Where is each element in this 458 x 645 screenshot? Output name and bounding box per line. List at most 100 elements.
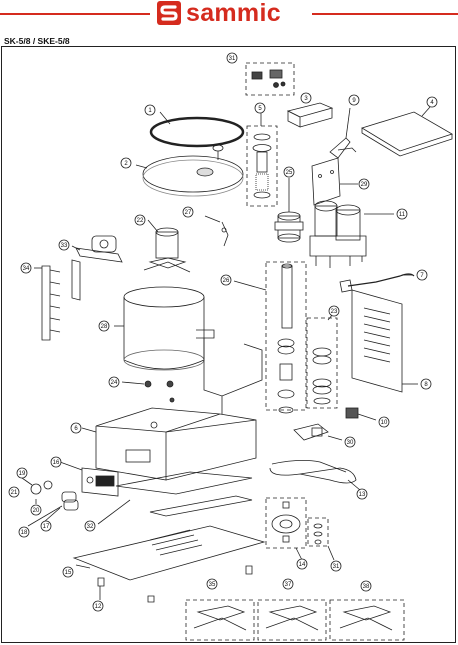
svg-text:28: 28 <box>101 324 108 330</box>
part-4-plate <box>361 111 453 152</box>
svg-text:25: 25 <box>286 170 293 176</box>
svg-text:12: 12 <box>95 604 102 610</box>
svg-text:29: 29 <box>361 182 368 188</box>
callout-22: 22 <box>134 214 146 226</box>
part-1-gasket <box>149 116 245 148</box>
part-32-base-frame <box>115 471 253 495</box>
callout-35: 35 <box>206 578 218 590</box>
callout-31-top: 31 <box>226 52 238 64</box>
header-rule-left <box>0 13 150 15</box>
callout-27: 27 <box>182 206 194 218</box>
callout-25: 25 <box>283 166 295 178</box>
callout-33: 33 <box>58 239 70 251</box>
part-14-box <box>265 497 307 549</box>
callout-21: 21 <box>8 486 20 498</box>
svg-text:37: 37 <box>285 582 292 588</box>
svg-text:3: 3 <box>304 96 308 102</box>
callout-17: 17 <box>40 520 52 532</box>
callout-28: 28 <box>98 320 110 332</box>
svg-text:38: 38 <box>363 584 370 590</box>
part-31-box <box>245 62 295 96</box>
part-31-lower-box <box>307 517 329 547</box>
part-8-rear-panel <box>351 289 403 393</box>
svg-text:18: 18 <box>21 530 28 536</box>
part-31-c <box>273 82 279 88</box>
callout-9: 9 <box>348 94 360 106</box>
svg-text:33: 33 <box>61 243 68 249</box>
callout-15: 15 <box>62 566 74 578</box>
svg-text:17: 17 <box>43 524 50 530</box>
brand-header: sammic <box>0 0 458 30</box>
part-35-box <box>185 599 255 641</box>
svg-text:22: 22 <box>137 218 144 224</box>
part-12-foot <box>97 577 105 587</box>
svg-text:10: 10 <box>381 420 388 426</box>
part-13-belt <box>269 467 357 484</box>
brand-name: sammic <box>186 0 281 27</box>
part-28-bowl <box>123 286 205 308</box>
part-6-column <box>203 338 263 397</box>
svg-text:2: 2 <box>124 161 128 167</box>
callout-10: 10 <box>378 416 390 428</box>
svg-text:9: 9 <box>352 98 356 104</box>
callout-7: 7 <box>416 269 428 281</box>
svg-text:21: 21 <box>11 490 18 496</box>
svg-text:31: 31 <box>229 56 236 62</box>
svg-text:32: 32 <box>87 524 94 530</box>
callout-16: 16 <box>50 456 62 468</box>
svg-text:24: 24 <box>111 380 118 386</box>
callout-4: 4 <box>426 96 438 108</box>
part-11-capacitor-a <box>314 205 338 237</box>
part-26-box <box>265 261 307 411</box>
part-11-capacitor-b <box>335 209 361 241</box>
part-17-switch <box>61 491 77 503</box>
callout-30: 30 <box>344 436 356 448</box>
callout-37: 37 <box>282 578 294 590</box>
callout-1: 1 <box>144 104 156 116</box>
svg-text:30: 30 <box>347 440 354 446</box>
diagram-frame <box>1 46 456 643</box>
svg-text:8: 8 <box>424 382 428 388</box>
svg-text:20: 20 <box>33 508 40 514</box>
part-30-bracket <box>293 423 329 441</box>
callout-11: 11 <box>396 208 408 220</box>
svg-text:26: 26 <box>223 278 230 284</box>
callout-32: 32 <box>84 520 96 532</box>
callout-23: 23 <box>328 305 340 317</box>
svg-text:16: 16 <box>53 460 60 466</box>
callout-13: 13 <box>356 488 368 500</box>
svg-text:35: 35 <box>209 582 216 588</box>
part-2-lid <box>142 155 244 193</box>
callout-20: 20 <box>30 504 42 516</box>
part-16-control-panel <box>81 467 119 497</box>
callout-18: 18 <box>18 526 30 538</box>
part-33-arm <box>75 247 123 263</box>
part-9-bracket <box>329 137 351 159</box>
sammic-logo-icon <box>157 1 181 25</box>
svg-text:34: 34 <box>23 266 30 272</box>
part-7-cable <box>347 273 415 287</box>
callout-31-lower: 31 <box>330 560 342 572</box>
callout-38: 38 <box>360 580 372 592</box>
part-27-pin <box>221 221 229 247</box>
callout-24: 24 <box>108 376 120 388</box>
model-label: SK-5/8 / SKE-5/8 <box>4 36 70 46</box>
callout-8: 8 <box>420 378 432 390</box>
part-34-scraper <box>41 265 51 341</box>
svg-text:14: 14 <box>299 562 306 568</box>
svg-text:23: 23 <box>331 309 338 315</box>
svg-text:6: 6 <box>74 426 78 432</box>
svg-text:13: 13 <box>359 492 366 498</box>
part-10-connector <box>345 407 359 419</box>
part-23-box <box>306 317 338 409</box>
svg-text:1: 1 <box>148 108 152 114</box>
svg-text:19: 19 <box>19 471 26 477</box>
svg-text:4: 4 <box>430 100 434 106</box>
callout-2: 2 <box>120 157 132 169</box>
svg-text:5: 5 <box>258 106 262 112</box>
svg-text:7: 7 <box>420 273 424 279</box>
svg-text:11: 11 <box>399 212 406 218</box>
part-6-top <box>95 407 221 433</box>
part-31-b <box>269 69 283 79</box>
